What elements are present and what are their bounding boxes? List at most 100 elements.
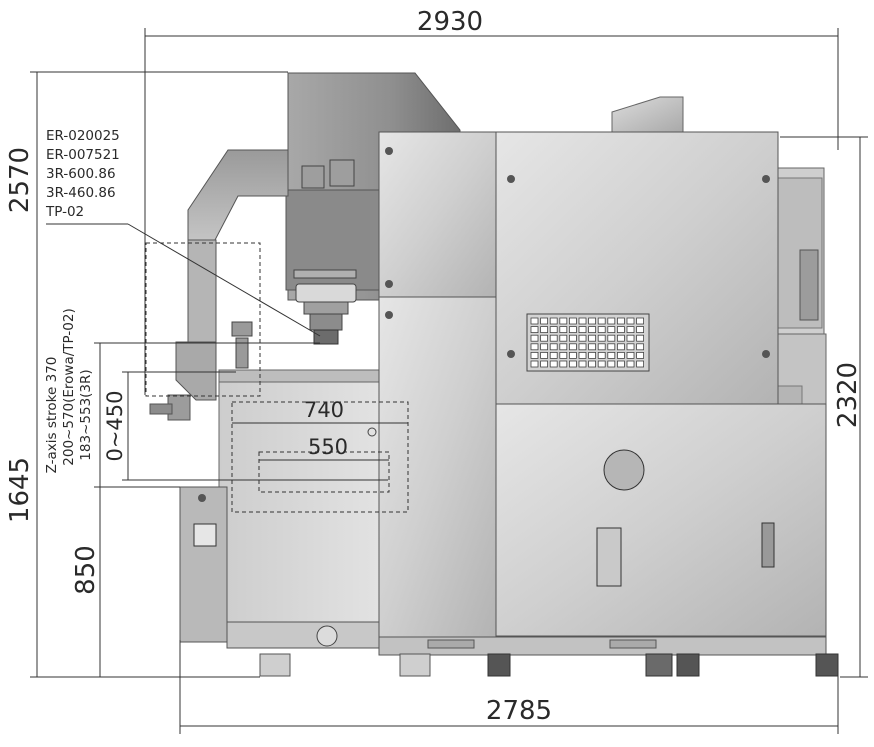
grille-slot (569, 351, 577, 359)
table-550-outline (258, 451, 390, 493)
grille-slot (559, 343, 568, 351)
grille-slot (530, 326, 539, 334)
grille-slot (530, 317, 539, 325)
grille-slot (578, 317, 587, 325)
grille-slot (530, 351, 539, 359)
grille-slot (636, 334, 644, 342)
grille-slot (607, 317, 616, 325)
grille-slot (626, 334, 635, 342)
grille-slot (530, 343, 539, 351)
grille-slot (578, 334, 587, 342)
grille-slot (549, 326, 558, 334)
grille-slot (588, 334, 596, 342)
grille-slot (597, 317, 606, 325)
tool-change-zone-outline (145, 242, 261, 397)
grille-slot (588, 343, 596, 351)
grille-slot (569, 360, 577, 368)
grille-slot (559, 334, 568, 342)
grille-slot (607, 326, 616, 334)
dim-2930: 2930 (417, 7, 483, 37)
grille-slot (617, 317, 625, 325)
grille-slot (626, 360, 635, 368)
grille-slot (578, 343, 587, 351)
dim-0-450: 0~450 (103, 390, 127, 461)
grille-slot (530, 360, 539, 368)
grille-slot (607, 334, 616, 342)
grille-slot (617, 360, 625, 368)
grille-slot (540, 351, 548, 359)
chuck-callout-item: 3R-460.86 (46, 185, 116, 201)
dim-550: 550 (308, 435, 348, 459)
z-axis-note-line3: 183~553(3R) (78, 369, 94, 460)
chuck-callout-item: 3R-600.86 (46, 166, 116, 182)
grille-slot (617, 326, 625, 334)
grille-slot (617, 343, 625, 351)
grille-slot (578, 326, 587, 334)
dimension-lines (30, 28, 868, 734)
grille-slot (540, 326, 548, 334)
grille-slot (597, 326, 606, 334)
machine-illustration (149, 72, 839, 677)
grille-slot (569, 326, 577, 334)
grille-slot (597, 343, 606, 351)
grille-slot (549, 343, 558, 351)
grille-slot (636, 360, 644, 368)
dim-850: 850 (71, 545, 101, 595)
grille-slot (530, 334, 539, 342)
grille-slot (617, 334, 625, 342)
grille-slot (626, 317, 635, 325)
z-axis-note-line1: Z-axis stroke 370 (44, 357, 60, 474)
grille-slot (540, 334, 548, 342)
grille-slot (559, 317, 568, 325)
grille-slot (607, 343, 616, 351)
z-axis-notes: Z-axis stroke 370 200~570(Erowa/TP-02) 1… (44, 308, 94, 473)
grille-slot (559, 351, 568, 359)
grille-slot (569, 334, 577, 342)
grille-slot (626, 351, 635, 359)
grille-slot (549, 360, 558, 368)
grille-slot (636, 351, 644, 359)
grille-slot (540, 343, 548, 351)
dim-2785: 2785 (486, 696, 552, 726)
grille-slot (588, 326, 596, 334)
z-axis-note-line2: 200~570(Erowa/TP-02) (61, 308, 77, 465)
dim-2320: 2320 (833, 362, 863, 428)
grille-slot (549, 351, 558, 359)
grille-slot (549, 334, 558, 342)
grille-slot (636, 317, 644, 325)
tool-changer-arm (149, 149, 289, 421)
grille-slot (540, 360, 548, 368)
chuck-callout-item: ER-020025 (46, 128, 120, 144)
grille-slot (626, 326, 635, 334)
grille-slot (578, 360, 587, 368)
grille-slot (607, 351, 616, 359)
grille-slot (540, 317, 548, 325)
grille-slot (636, 343, 644, 351)
work-area-outlines (145, 242, 409, 513)
chuck-callout-item: ER-007521 (46, 147, 120, 163)
chuck-callout-item: TP-02 (45, 204, 84, 220)
grille-slot (588, 317, 596, 325)
grille-slot (588, 351, 596, 359)
top-right-box (611, 96, 684, 133)
grille-slot (626, 343, 635, 351)
base-and-feet (226, 621, 839, 677)
chuck-callout: ER-020025 ER-007521 3R-600.86 3R-460.86 … (45, 128, 120, 220)
grille-slot (559, 360, 568, 368)
dim-2570: 2570 (5, 147, 35, 213)
grille-slot (607, 360, 616, 368)
grille-slot (597, 334, 606, 342)
table-740-outline (231, 401, 409, 513)
work-tank (218, 369, 380, 623)
grille-slot (569, 343, 577, 351)
grille-slot (597, 360, 606, 368)
dim-740: 740 (304, 398, 344, 422)
grille-slot (597, 351, 606, 359)
ventilation-grille (530, 317, 644, 368)
control-pedestal (179, 486, 228, 643)
main-cabinet (495, 131, 827, 637)
grille-slot (578, 351, 587, 359)
grille-slot (636, 326, 644, 334)
grille-slot (617, 351, 625, 359)
